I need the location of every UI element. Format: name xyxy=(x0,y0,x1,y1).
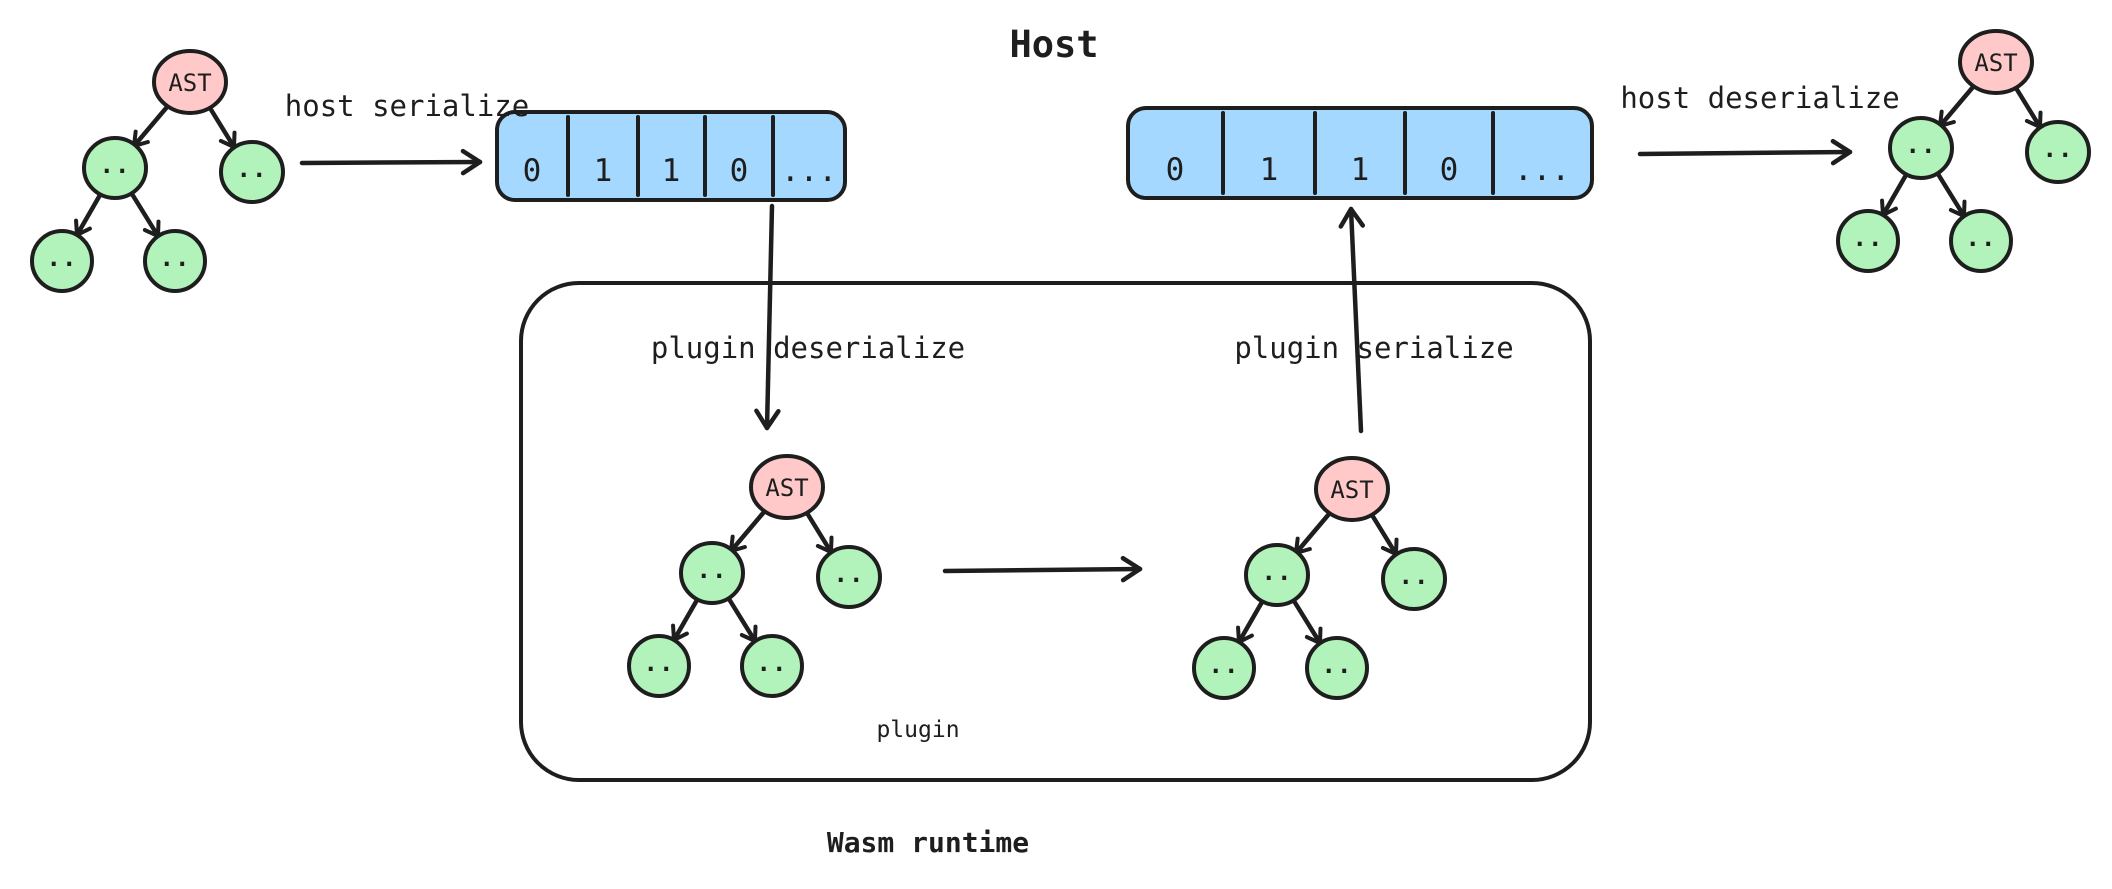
plugin-serialize-arrow xyxy=(1338,206,1366,434)
buffer-cell-value: 0 xyxy=(730,153,749,189)
host-serialize-arrow xyxy=(299,148,483,176)
host-zone-title: Host xyxy=(1009,23,1098,66)
buffer-cell-value: 1 xyxy=(594,153,613,189)
buffer-outline xyxy=(1126,106,1594,200)
plugin-transformed-ast-tree xyxy=(1194,458,1445,698)
host-output-ast-tree xyxy=(1838,31,2089,271)
wasm-runtime-title: Wasm runtime xyxy=(827,826,1029,859)
plugin-deserialize-flow: plugin deserialize xyxy=(651,203,965,431)
host-input-ast-tree xyxy=(32,51,283,291)
host-deserialize-arrow xyxy=(1637,138,1853,166)
plugin-box xyxy=(519,281,1592,782)
host-deserialize-flow: host deserialize xyxy=(1620,81,1900,166)
buffer-cell-value: ... xyxy=(781,153,837,189)
buffer-cell-value: 1 xyxy=(662,153,681,189)
host-serialized-buffer: 0 1 1 0 ... xyxy=(495,110,847,202)
host-serialize-label: host serialize xyxy=(285,89,529,123)
buffer-cell-value: 1 xyxy=(1260,152,1279,188)
plugin-serialized-buffer: 0 1 1 0 ... xyxy=(1126,106,1594,200)
plugin-box-label: plugin xyxy=(876,717,959,743)
buffer-cell-value: 0 xyxy=(1440,152,1459,188)
plugin-deserialize-label: plugin deserialize xyxy=(651,331,965,365)
buffer-cell-value: 0 xyxy=(1166,152,1185,188)
plugin-transform-arrow xyxy=(942,555,1143,583)
buffer-cell-value: ... xyxy=(1514,152,1570,188)
plugin-deserialize-arrow xyxy=(754,203,781,431)
plugin-serialize-label: plugin serialize xyxy=(1234,331,1513,365)
host-deserialize-label: host deserialize xyxy=(1620,81,1899,115)
buffer-outline xyxy=(495,110,847,202)
buffer-cell-value: 0 xyxy=(523,153,542,189)
plugin-deserialized-ast-tree xyxy=(629,456,880,696)
buffer-cell-value: 1 xyxy=(1351,152,1370,188)
host-serialize-flow: host serialize xyxy=(285,89,529,176)
plugin-serialize-flow: plugin serialize xyxy=(1234,206,1514,434)
